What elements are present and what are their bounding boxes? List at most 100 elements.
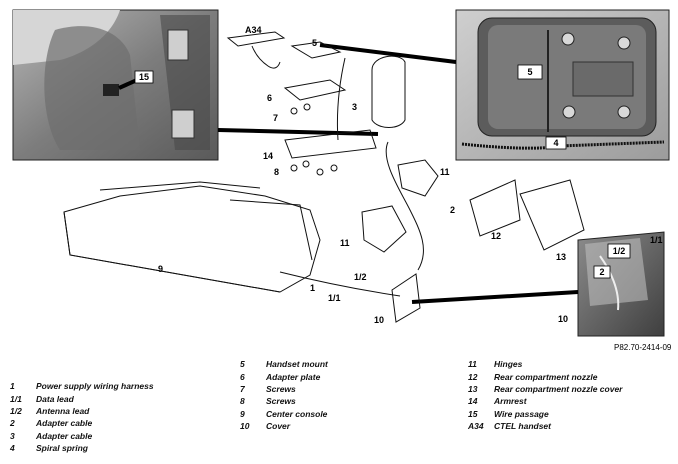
ctel-handset-drawing	[226, 31, 286, 69]
hinge-upper-drawing	[397, 159, 439, 197]
legend-row: 5 Handset mount	[240, 358, 328, 370]
callout-5: 5	[312, 38, 317, 48]
legend-row: 8 Screws	[240, 395, 328, 407]
center-console-drawing	[63, 181, 321, 293]
legend-row: 4 Spiral spring	[10, 442, 154, 454]
legend-number: 5	[240, 359, 245, 370]
legend-number: 3	[10, 430, 15, 441]
callout-6: 6	[267, 93, 272, 103]
legend-row: 15 Wire passage	[468, 408, 622, 420]
legend-label: CTEL handset	[494, 421, 551, 432]
inset-right-callout-4: 4	[553, 138, 558, 148]
callout-7: 7	[273, 113, 278, 123]
callout-11-lower: 11	[340, 238, 350, 248]
legend-number: 9	[240, 408, 245, 419]
inset-br-callout-1-1: 1/1	[650, 235, 663, 245]
legend-row: 1 Power supply wiring harness	[10, 380, 154, 392]
photo-inset-cover: 1/2 2 1/1 10	[558, 231, 665, 337]
callout-2: 2	[450, 205, 455, 215]
callout-11-upper: 11	[440, 167, 450, 177]
power-harness-drawing	[279, 271, 401, 297]
legend-number: 7	[240, 383, 245, 394]
legend-number: 12	[468, 371, 478, 382]
leader-to-left-photo	[217, 128, 379, 136]
legend-label: Armrest	[494, 396, 527, 407]
legend-number: 1/1	[10, 393, 22, 404]
legend-label: Wire passage	[494, 408, 549, 419]
inset-br-callout-1-2: 1/2	[613, 246, 626, 256]
legend-row: 3 Adapter cable	[10, 430, 154, 442]
legend-number: 1/2	[10, 405, 22, 416]
legend-label: Adapter cable	[36, 430, 93, 441]
legend-label: Data lead	[36, 393, 74, 404]
legend-number: 1	[10, 381, 15, 392]
callout-12: 12	[491, 231, 501, 241]
legend-label: Spiral spring	[36, 443, 88, 454]
callout-3: 3	[352, 102, 357, 112]
rear-nozzle-drawing	[469, 179, 521, 237]
legend-label: Rear compartment nozzle	[494, 371, 598, 382]
callout-1-2: 1/2	[354, 272, 367, 282]
legend-label: Adapter plate	[266, 371, 321, 382]
callout-8: 8	[274, 167, 279, 177]
leader-to-right-photo	[319, 43, 457, 64]
legend-label: Handset mount	[266, 359, 328, 370]
adapter-cable-2-drawing	[385, 141, 424, 271]
legend-label: Adapter cable	[36, 418, 93, 429]
callout-a34: A34	[245, 25, 262, 35]
legend-number: A34	[468, 421, 484, 432]
legend-number: 14	[468, 396, 478, 407]
legend-label: Center console	[266, 408, 328, 419]
inset-br-callout-10: 10	[558, 314, 568, 324]
screws-8-drawing	[290, 160, 338, 176]
legend-number: 6	[240, 371, 245, 382]
inset-right-callout-5: 5	[527, 67, 532, 77]
legend-label: Rear compartment nozzle cover	[494, 383, 623, 394]
legend-number: 13	[468, 383, 478, 394]
legend-label: Power supply wiring harness	[36, 381, 154, 392]
legend-row: 10 Cover	[240, 420, 328, 432]
callout-1: 1	[310, 283, 315, 293]
legend-label: Hinges	[494, 359, 523, 370]
hinge-lower-drawing	[361, 205, 407, 253]
legend-number: 4	[10, 443, 15, 454]
inset-br-callout-2: 2	[599, 267, 604, 277]
legend-row: 13 Rear compartment nozzle cover	[468, 383, 622, 395]
callout-13: 13	[556, 252, 566, 262]
adapter-cable-3-drawing	[336, 57, 346, 141]
armrest-cushion-drawing	[371, 55, 406, 128]
screws-7-drawing	[290, 103, 311, 115]
legend-row: 9 Center console	[240, 408, 328, 420]
legend-row: 6 Adapter plate	[240, 370, 328, 382]
rear-nozzle-cover-drawing	[519, 179, 585, 251]
legend-number: 10	[240, 421, 250, 432]
photo-inset-handset-mount: 5 4	[455, 9, 670, 161]
legend-label: Cover	[266, 421, 291, 432]
legend-row: 12 Rear compartment nozzle	[468, 370, 622, 382]
callout-9: 9	[158, 264, 163, 274]
photo-inset-wire-passage: 15	[12, 9, 219, 161]
adapter-plate-drawing	[283, 79, 347, 101]
handset-mount-drawing	[290, 41, 342, 59]
callout-1-1: 1/1	[328, 293, 341, 303]
callout-10: 10	[374, 315, 384, 325]
legend-column-1: 1 Power supply wiring harness 1/1 Data lead…	[10, 380, 154, 454]
leader-to-bottom-photo	[411, 290, 579, 304]
legend-row: 7 Screws	[240, 383, 328, 395]
legend-label: Screws	[266, 396, 296, 407]
legend-row: A34 CTEL handset	[468, 420, 622, 432]
callout-14: 14	[263, 151, 273, 161]
legend-row: 1/1 Data lead	[10, 392, 154, 404]
legend-number: 8	[240, 396, 245, 407]
legend-number: 15	[468, 408, 478, 419]
figure-reference-code: P82.70-2414-09	[614, 343, 672, 352]
legend-label: Screws	[266, 383, 296, 394]
cover-drawing	[391, 273, 421, 323]
armrest-drawing	[284, 129, 377, 159]
legend-row: 14 Armrest	[468, 395, 622, 407]
